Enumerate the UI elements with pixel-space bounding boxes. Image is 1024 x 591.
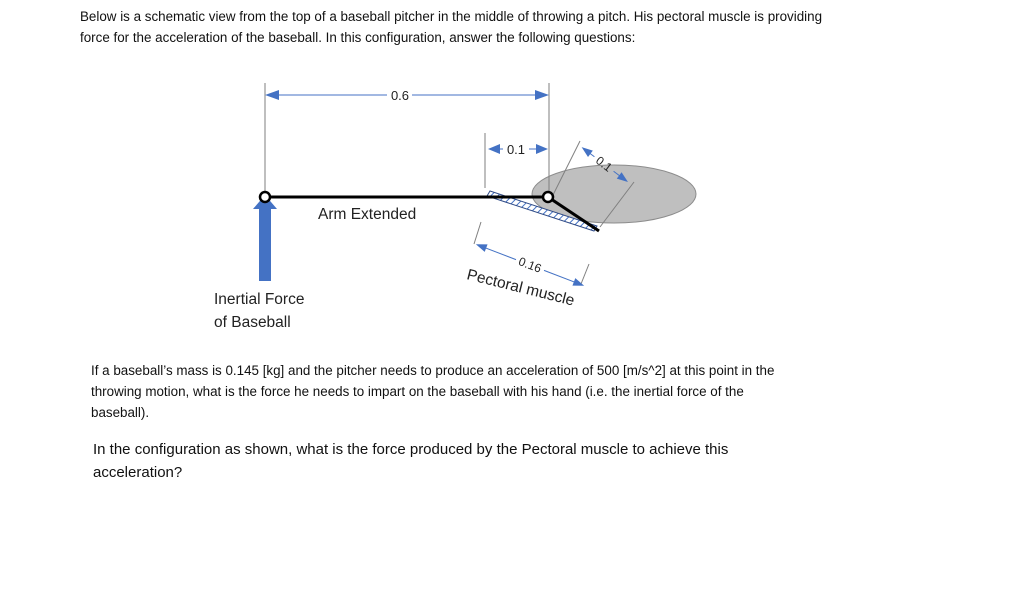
inertial-force-arrow	[253, 195, 277, 281]
question-2: In the configuration as shown, what is t…	[93, 441, 729, 481]
dimension-label-muscle-length: 0.16	[517, 254, 544, 276]
intro-text: Below is a schematic view from the top o…	[80, 9, 823, 45]
torso-shape	[531, 164, 697, 224]
upper-arm-line	[547, 195, 600, 233]
question-1: If a baseball’s mass is 0.145 [kg] and t…	[91, 363, 775, 420]
hand-joint	[258, 190, 272, 204]
shoulder-joint	[541, 190, 555, 204]
dimension-arm-length: 0.6	[265, 88, 549, 103]
dimension-label-arm: 0.6	[391, 88, 409, 103]
inertial-force-label-line1: Inertial Force	[214, 291, 304, 308]
pectoral-muscle-bar	[486, 190, 598, 232]
extension-line-muscle-a	[551, 140, 581, 198]
inertial-force-label-line2: of Baseball	[214, 314, 291, 331]
extension-line-muscle-c	[473, 221, 482, 245]
arm-extended-label: Arm Extended	[318, 206, 416, 223]
dimension-label-shoulder: 0.1	[507, 142, 525, 157]
extension-line-muscle-d	[580, 263, 590, 285]
extension-line-muscle-b	[599, 181, 635, 228]
pectoral-muscle-label: Pectoral muscle	[465, 266, 576, 309]
dimension-shoulder-offset: 0.1	[488, 142, 548, 157]
